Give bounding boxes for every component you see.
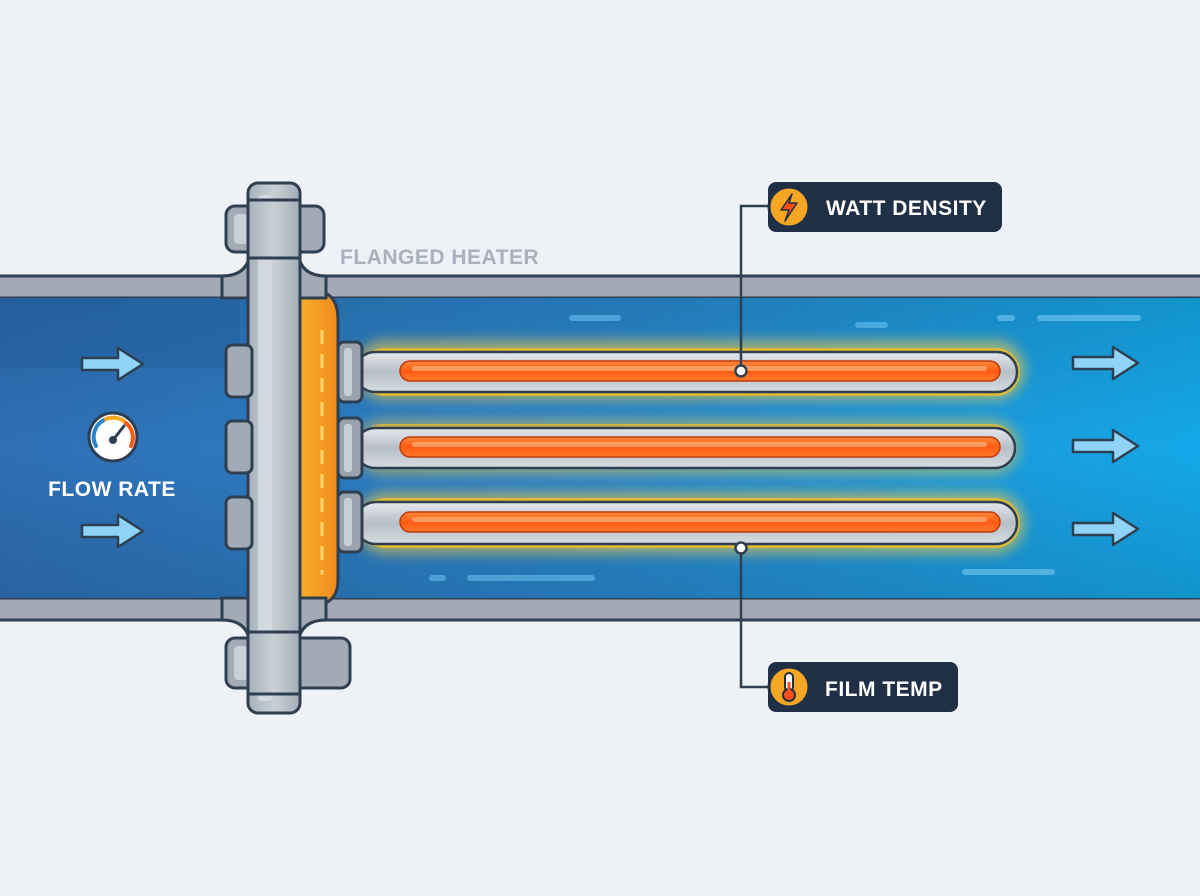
arrow-right-icon [80,346,145,382]
flange-bolt-top [224,198,326,260]
terminal-nut-bottom [336,490,364,554]
pipe-bottom-wall [0,596,1200,622]
thermometer-icon [767,665,811,709]
film-temp-leader [739,554,770,689]
arrow-right-icon [1071,428,1140,464]
arrow-right-icon [1071,511,1140,547]
flange-nut-2 [224,419,254,475]
heating-element-bottom [353,492,1025,554]
terminal-nut-top [336,340,364,404]
flange-nut-3 [224,495,254,551]
gauge-icon [87,411,139,463]
terminal-nut-middle [336,416,364,480]
pipe-top-wall [0,274,1200,300]
lightning-bolt-icon [767,185,811,229]
film-temp-anchor [734,541,748,555]
watt-density-anchor [734,364,748,378]
watt-density-leader [739,204,770,365]
arrow-right-icon [80,513,145,549]
flow-streaks [429,315,1141,581]
film-temp-label: FILM TEMP [825,678,943,701]
flange [220,181,328,715]
flanged-heater-label: FLANGED HEATER [340,246,539,269]
flange-nut-1 [224,343,254,399]
flange-bolt-bottom [224,630,352,696]
watt-density-callout: WATT DENSITY [767,182,1002,232]
flow-rate-label: FLOW RATE [48,478,176,501]
arrow-right-icon [1071,345,1140,381]
gasket-plate [296,290,340,606]
watt-density-label: WATT DENSITY [826,197,987,220]
film-temp-callout: FILM TEMP [767,662,958,712]
heating-element-middle [353,419,1020,475]
heating-element-top [353,340,1025,400]
